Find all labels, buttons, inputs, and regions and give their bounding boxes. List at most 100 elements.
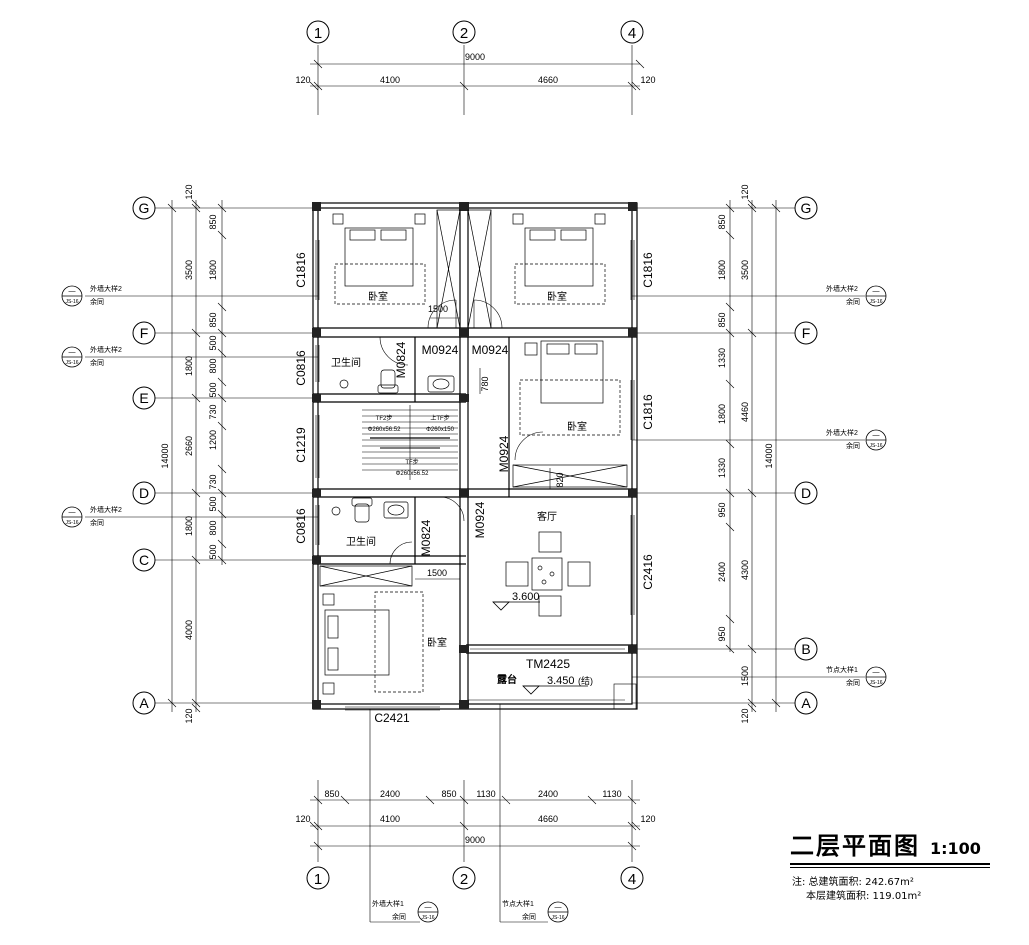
callout-node-detail-1-right: 节点大样1 余同 — JS-16 — [826, 665, 887, 688]
svg-text:2400: 2400 — [380, 789, 400, 799]
svg-text:2: 2 — [460, 25, 468, 42]
svg-text:Φ260x150: Φ260x150 — [426, 427, 454, 433]
svg-text:1200: 1200 — [208, 430, 218, 450]
svg-text:1800: 1800 — [717, 260, 727, 280]
callout-wall-detail-2-a: 外墙大样2 余同 — JS-16 — [61, 284, 122, 307]
svg-text:F: F — [802, 325, 811, 341]
outer-walls — [312, 202, 638, 710]
svg-text:800: 800 — [208, 358, 218, 373]
svg-text:外墙大样2: 外墙大样2 — [90, 505, 122, 514]
grid-bubble-A-left: A — [132, 691, 156, 715]
title-underline-thin — [790, 867, 990, 868]
level-markers — [492, 601, 588, 695]
svg-text:M0924: M0924 — [422, 343, 459, 357]
svg-text:120: 120 — [184, 184, 194, 199]
room-bathroom-1: 卫生间 — [331, 356, 361, 369]
total-area-note: 注: 总建筑面积: 242.67m² — [792, 877, 914, 888]
svg-text:G: G — [801, 200, 812, 216]
svg-text:外墙大样2: 外墙大样2 — [826, 284, 858, 293]
grid-bubble-1-top: 1 — [306, 20, 330, 44]
grid-bubble-F-left: F — [132, 321, 156, 345]
svg-text:780: 780 — [480, 376, 490, 391]
grid-bubble-F-right: F — [794, 321, 818, 345]
svg-text:730: 730 — [208, 474, 218, 489]
svg-text:1800: 1800 — [184, 356, 194, 376]
svg-text:C1219: C1219 — [294, 427, 308, 463]
grid-bubble-G-right: G — [794, 196, 818, 220]
svg-text:C1816: C1816 — [641, 394, 655, 430]
svg-text:4000: 4000 — [184, 620, 194, 640]
svg-text:余同: 余同 — [846, 297, 860, 306]
svg-text:Φ260x56.52: Φ260x56.52 — [396, 471, 429, 477]
svg-text:3500: 3500 — [184, 260, 194, 280]
svg-text:120: 120 — [184, 708, 194, 723]
drawing-title-name: 二层平面图 — [790, 832, 920, 860]
svg-text:M0824: M0824 — [419, 519, 433, 556]
svg-text:1500: 1500 — [428, 304, 448, 314]
svg-text:4660: 4660 — [538, 814, 558, 824]
svg-text:余同: 余同 — [846, 678, 860, 687]
room-bedroom-nw: 卧室 — [368, 290, 388, 303]
svg-text:1800: 1800 — [717, 404, 727, 424]
svg-text:4300: 4300 — [740, 560, 750, 580]
svg-text:2400: 2400 — [538, 789, 558, 799]
svg-text:JS-16: JS-16 — [551, 915, 564, 921]
svg-text:余同: 余同 — [90, 518, 104, 527]
svg-text:820: 820 — [555, 472, 565, 487]
svg-text:—: — — [425, 904, 432, 911]
svg-text:A: A — [801, 695, 811, 711]
svg-text:—: — — [69, 509, 76, 516]
grid-bubble-2-bottom: 2 — [452, 866, 476, 890]
svg-text:850: 850 — [441, 789, 456, 799]
svg-text:800: 800 — [208, 520, 218, 535]
svg-text:外墙大样2: 外墙大样2 — [90, 284, 122, 293]
grid-bubble-D-right: D — [794, 481, 818, 505]
grid-bubble-4-bottom: 4 — [620, 866, 644, 890]
fixtures — [331, 369, 455, 523]
svg-text:950: 950 — [717, 502, 727, 517]
svg-text:850: 850 — [324, 789, 339, 799]
room-labels: 卧室 卧室 卧室 卧室 卫生间 卫生间 客厅 露台 — [331, 290, 587, 686]
svg-text:2: 2 — [460, 871, 468, 888]
svg-text:C1816: C1816 — [641, 252, 655, 288]
svg-text:120: 120 — [740, 708, 750, 723]
svg-text:上TF步: 上TF步 — [430, 414, 449, 422]
grid-bubble-G-left: G — [132, 196, 156, 220]
svg-text:节点大样1: 节点大样1 — [826, 665, 858, 674]
svg-text:1330: 1330 — [717, 458, 727, 478]
svg-text:外墙大样1: 外墙大样1 — [372, 899, 404, 908]
callout-wall-detail-2-b: 外墙大样2 余同 — JS-16 — [61, 345, 122, 368]
grid-bubble-C-left: C — [132, 548, 156, 572]
grid-bubble-D-left: D — [132, 481, 156, 505]
svg-text:—: — — [873, 288, 880, 295]
dimension-lines — [167, 59, 781, 851]
svg-text:TF2步: TF2步 — [376, 414, 393, 422]
stairs — [362, 405, 458, 480]
svg-text:C: C — [139, 552, 149, 568]
svg-text:A: A — [139, 695, 149, 711]
svg-text:C0816: C0816 — [294, 508, 308, 544]
svg-text:9000: 9000 — [465, 52, 485, 62]
svg-text:—: — — [873, 432, 880, 439]
callout-node-detail-1-bottom: 节点大样1 余同 — JS-16 — [502, 899, 569, 923]
callout-wall-detail-2-d: 外墙大样2 余同 — JS-16 — [826, 284, 887, 307]
svg-text:C2416: C2416 — [641, 554, 655, 590]
svg-text:1130: 1130 — [476, 789, 495, 799]
columns — [312, 202, 637, 709]
svg-text:1800: 1800 — [208, 260, 218, 280]
svg-text:—: — — [69, 349, 76, 356]
dimension-text: 9000 120 4100 4660 120 850 2400 850 1130… — [160, 52, 774, 845]
room-living: 客厅 — [537, 510, 557, 523]
svg-text:1330: 1330 — [717, 348, 727, 368]
svg-text:500: 500 — [208, 382, 218, 397]
stair-notes: TF2步 Φ260x56.52 上TF步 Φ260x150 TF步 Φ260x5… — [368, 414, 455, 477]
svg-text:1: 1 — [314, 871, 322, 888]
svg-text:(结): (结) — [578, 675, 593, 686]
svg-text:14000: 14000 — [160, 443, 170, 468]
svg-text:C0816: C0816 — [294, 350, 308, 386]
svg-text:—: — — [873, 669, 880, 676]
room-terrace: 露台 — [497, 673, 517, 686]
svg-text:余同: 余同 — [846, 441, 860, 450]
svg-text:4: 4 — [628, 871, 636, 888]
floor-area-note: 本层建筑面积: 119.01m² — [806, 891, 922, 902]
